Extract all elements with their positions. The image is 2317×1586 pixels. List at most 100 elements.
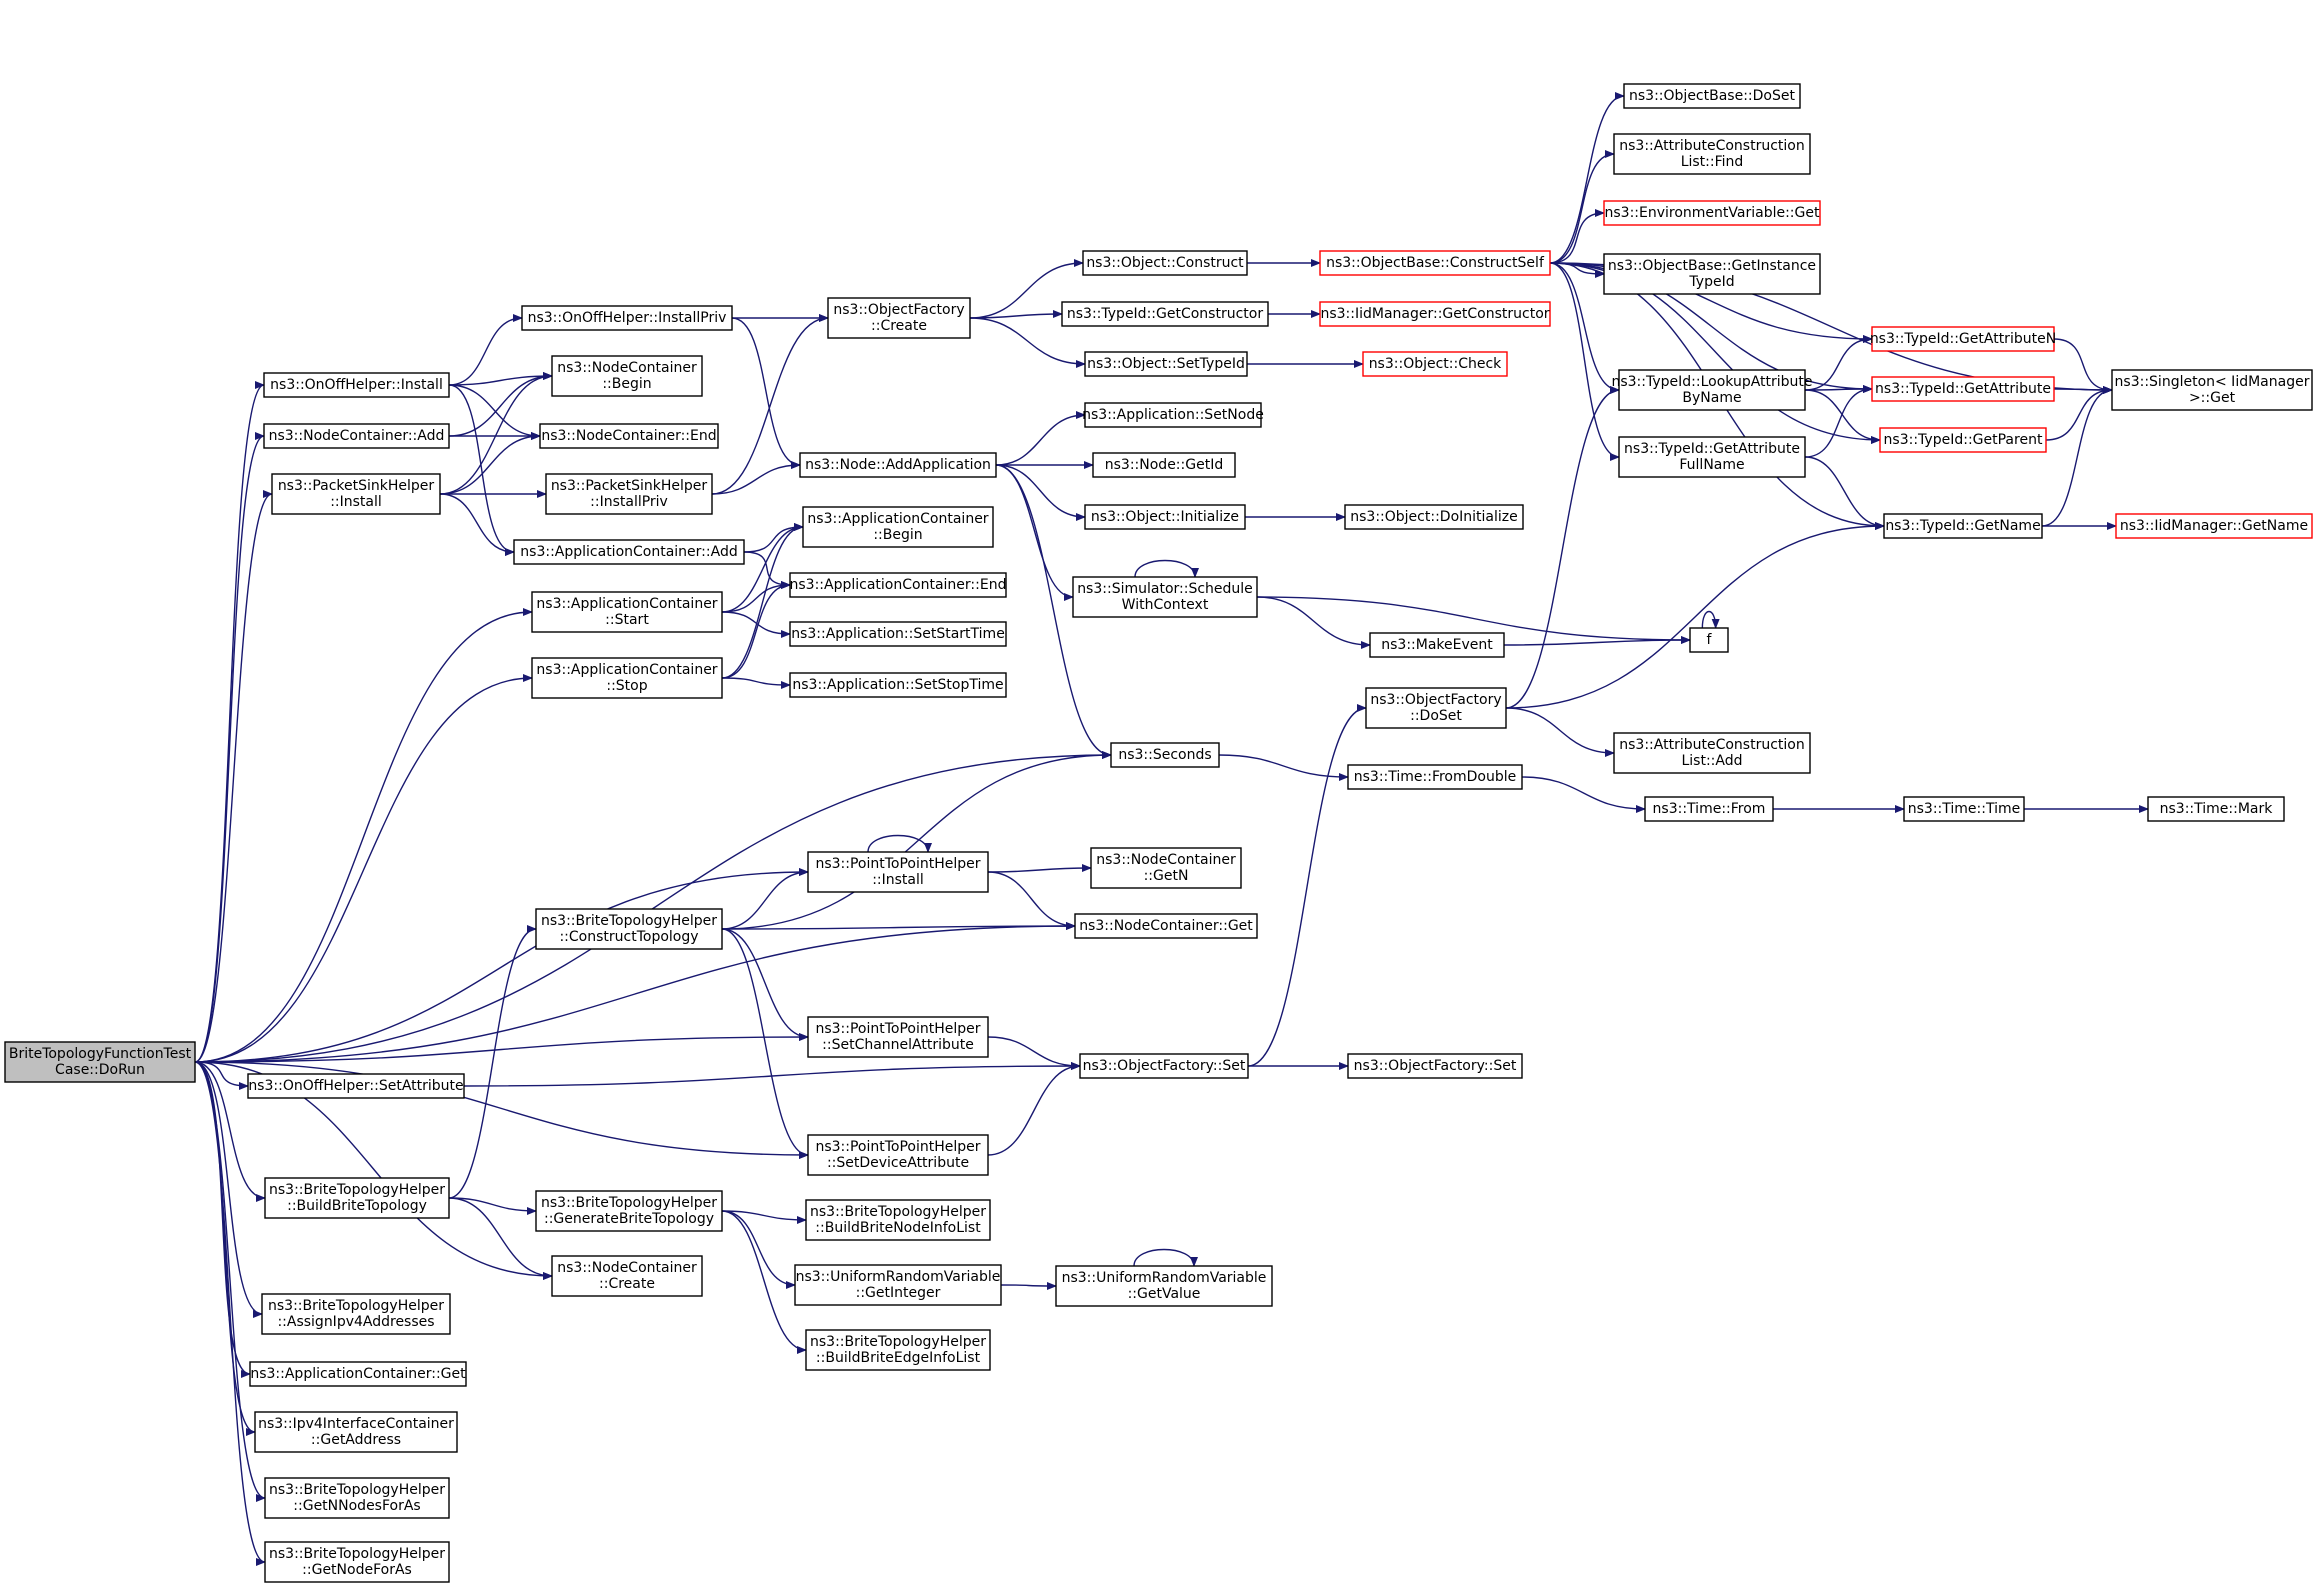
node-make-event[interactable]: ns3::MakeEvent (1369, 632, 1505, 658)
node-onoff-install[interactable]: ns3::OnOffHelper::Install (263, 372, 450, 398)
node-time-from-double[interactable]: ns3::Time::FromDouble (1347, 764, 1523, 790)
node-singleton-get[interactable]: ns3::Singleton< IidManager>::Get (2111, 369, 2313, 411)
node-bt-node-info[interactable]: ns3::BriteTopologyHelper::BuildBriteNode… (805, 1199, 991, 1241)
edge-bt-generate-to-bt-node-info (721, 1210, 807, 1224)
node-tid-get-attr[interactable]: ns3::TypeId::GetAttribute (1871, 376, 2055, 402)
edge-ps-install-to-nc-begin (439, 372, 553, 495)
node-nc-begin[interactable]: ns3::NodeContainer::Begin (551, 355, 703, 397)
node-tid-get-name[interactable]: ns3::TypeId::GetName (1883, 513, 2043, 539)
node-box (1082, 250, 1248, 276)
node-ac-stop[interactable]: ns3::ApplicationContainer::Stop (531, 657, 723, 699)
node-label-line: FullName (1679, 457, 1744, 473)
node-ob-do-set[interactable]: ns3::ObjectBase::DoSet (1623, 83, 1801, 109)
node-tid-get-ctor[interactable]: ns3::TypeId::GetConstructor (1061, 301, 1269, 327)
node-nc-create[interactable]: ns3::NodeContainer::Create (551, 1255, 703, 1297)
node-ac-add[interactable]: ns3::ApplicationContainer::Add (513, 539, 745, 565)
node-time-mark[interactable]: ns3::Time::Mark (2147, 796, 2285, 822)
node-label-line: ns3::NodeContainer::End (541, 428, 716, 444)
edge-p2p-set-device-to-of-set (987, 1062, 1081, 1156)
node-bt-build[interactable]: ns3::BriteTopologyHelper::BuildBriteTopo… (264, 1177, 450, 1219)
node-p2p-install[interactable]: ns3::PointToPointHelper::Install (807, 851, 989, 893)
node-f[interactable]: f (1689, 627, 1729, 653)
node-label-line: ns3::ApplicationContainer::End (790, 577, 1007, 593)
node-p2p-set-device[interactable]: ns3::PointToPointHelper::SetDeviceAttrib… (807, 1134, 989, 1176)
node-onoff-set-attr[interactable]: ns3::OnOffHelper::SetAttribute (247, 1073, 465, 1099)
node-nc-end[interactable]: ns3::NodeContainer::End (539, 423, 719, 449)
node-app-set-stop[interactable]: ns3::Application::SetStopTime (789, 672, 1007, 698)
node-box (805, 1329, 991, 1371)
node-ac-get[interactable]: ns3::ApplicationContainer::Get (249, 1361, 467, 1387)
node-box (1084, 504, 1246, 530)
node-label-line: ns3::NodeContainer (557, 1260, 697, 1276)
node-box (1319, 301, 1551, 327)
node-label-line: ns3::Object::SetTypeId (1087, 356, 1245, 372)
node-box (789, 572, 1007, 598)
node-ac-begin[interactable]: ns3::ApplicationContainer::Begin (802, 506, 994, 548)
node-nc-get-n[interactable]: ns3::NodeContainer::GetN (1090, 847, 1242, 889)
edge-tid-lookup-to-tid-get-attr-n (1804, 335, 1873, 391)
node-ac-start[interactable]: ns3::ApplicationContainer::Start (531, 591, 723, 633)
node-ps-install-priv[interactable]: ns3::PacketSinkHelper::InstallPriv (545, 473, 713, 515)
node-obj-construct[interactable]: ns3::Object::Construct (1082, 250, 1248, 276)
node-box (1344, 504, 1524, 530)
node-ipv4-get-addr[interactable]: ns3::Ipv4InterfaceContainer::GetAddress (254, 1411, 458, 1453)
edge-p2p-install-to-p2p-install (867, 834, 932, 853)
edge-ac-add-to-ac-end (743, 551, 791, 589)
node-nc-get[interactable]: ns3::NodeContainer::Get (1074, 913, 1258, 939)
node-app-set-start[interactable]: ns3::Application::SetStartTime (789, 621, 1007, 647)
node-obj-check[interactable]: ns3::Object::Check (1362, 351, 1508, 377)
node-tid-get-attr-n[interactable]: ns3::TypeId::GetAttributeN (1870, 326, 2056, 352)
node-env-get[interactable]: ns3::EnvironmentVariable::Get (1603, 200, 1821, 226)
node-label-line: ::BuildBriteEdgeInfoList (816, 1350, 981, 1366)
node-of-set2[interactable]: ns3::ObjectFactory::Set (1347, 1053, 1523, 1079)
node-urv-get-value[interactable]: ns3::UniformRandomVariable::GetValue (1055, 1265, 1273, 1307)
node-ps-install[interactable]: ns3::PacketSinkHelper::Install (271, 473, 441, 515)
node-node-get-id[interactable]: ns3::Node::GetId (1092, 452, 1236, 478)
node-obj-initialize[interactable]: ns3::Object::Initialize (1084, 504, 1246, 530)
edge-ob-construct-self-to-env-get (1549, 209, 1605, 264)
node-app-set-node[interactable]: ns3::Application::SetNode (1082, 402, 1264, 428)
node-bt-generate[interactable]: ns3::BriteTopologyHelper::GenerateBriteT… (535, 1190, 723, 1232)
node-ob-construct-self[interactable]: ns3::ObjectBase::ConstructSelf (1319, 250, 1551, 276)
node-bt-get-node[interactable]: ns3::BriteTopologyHelper::GetNodeForAs (264, 1541, 450, 1583)
node-tid-get-parent[interactable]: ns3::TypeId::GetParent (1879, 427, 2047, 453)
node-obj-do-init[interactable]: ns3::Object::DoInitialize (1344, 504, 1524, 530)
node-iid-get-name[interactable]: ns3::IidManager::GetName (2115, 513, 2313, 539)
edge-bt-construct-to-p2p-install (721, 868, 809, 930)
node-box (1613, 732, 1811, 774)
node-bt-get-nnodes[interactable]: ns3::BriteTopologyHelper::GetNNodesForAs (264, 1477, 450, 1519)
edge-node-add-app-to-app-set-node (995, 411, 1086, 466)
edge-of-create-to-obj-set-type-id (969, 317, 1086, 368)
node-seconds[interactable]: ns3::Seconds (1110, 742, 1220, 768)
edge-ob-construct-self-to-tid-get-attr-full (1549, 262, 1620, 461)
node-label-line: ns3::IidManager::GetName (2120, 518, 2308, 534)
node-time-from[interactable]: ns3::Time::From (1644, 796, 1774, 822)
node-label-line: ns3::ApplicationContainer::Add (520, 544, 737, 560)
node-time-time[interactable]: ns3::Time::Time (1903, 796, 2025, 822)
node-obj-set-type-id[interactable]: ns3::Object::SetTypeId (1084, 351, 1248, 377)
node-iid-get-ctor[interactable]: ns3::IidManager::GetConstructor (1319, 301, 1551, 327)
node-of-do-set[interactable]: ns3::ObjectFactory::DoSet (1365, 687, 1507, 729)
node-box (789, 672, 1007, 698)
node-label-line: ns3::BriteTopologyHelper (268, 1298, 444, 1314)
node-urv-get-integer[interactable]: ns3::UniformRandomVariable::GetInteger (794, 1264, 1002, 1306)
node-bt-construct[interactable]: ns3::BriteTopologyHelper::ConstructTopol… (535, 908, 723, 950)
node-of-set[interactable]: ns3::ObjectFactory::Set (1079, 1053, 1249, 1079)
edge-tid-get-name-to-singleton-get (2041, 386, 2113, 527)
node-onoff-install-priv[interactable]: ns3::OnOffHelper::InstallPriv (521, 305, 733, 331)
node-bt-edge-info[interactable]: ns3::BriteTopologyHelper::BuildBriteEdge… (805, 1329, 991, 1371)
node-nc-add[interactable]: ns3::NodeContainer::Add (263, 423, 450, 449)
node-bt-assign[interactable]: ns3::BriteTopologyHelper::AssignIpv4Addr… (261, 1293, 451, 1335)
node-ac-end[interactable]: ns3::ApplicationContainer::End (789, 572, 1007, 598)
node-of-create[interactable]: ns3::ObjectFactory::Create (827, 297, 971, 339)
node-node-add-app[interactable]: ns3::Node::AddApplication (799, 452, 997, 478)
node-p2p-set-channel[interactable]: ns3::PointToPointHelper::SetChannelAttri… (807, 1016, 989, 1058)
node-box (794, 1264, 1002, 1306)
